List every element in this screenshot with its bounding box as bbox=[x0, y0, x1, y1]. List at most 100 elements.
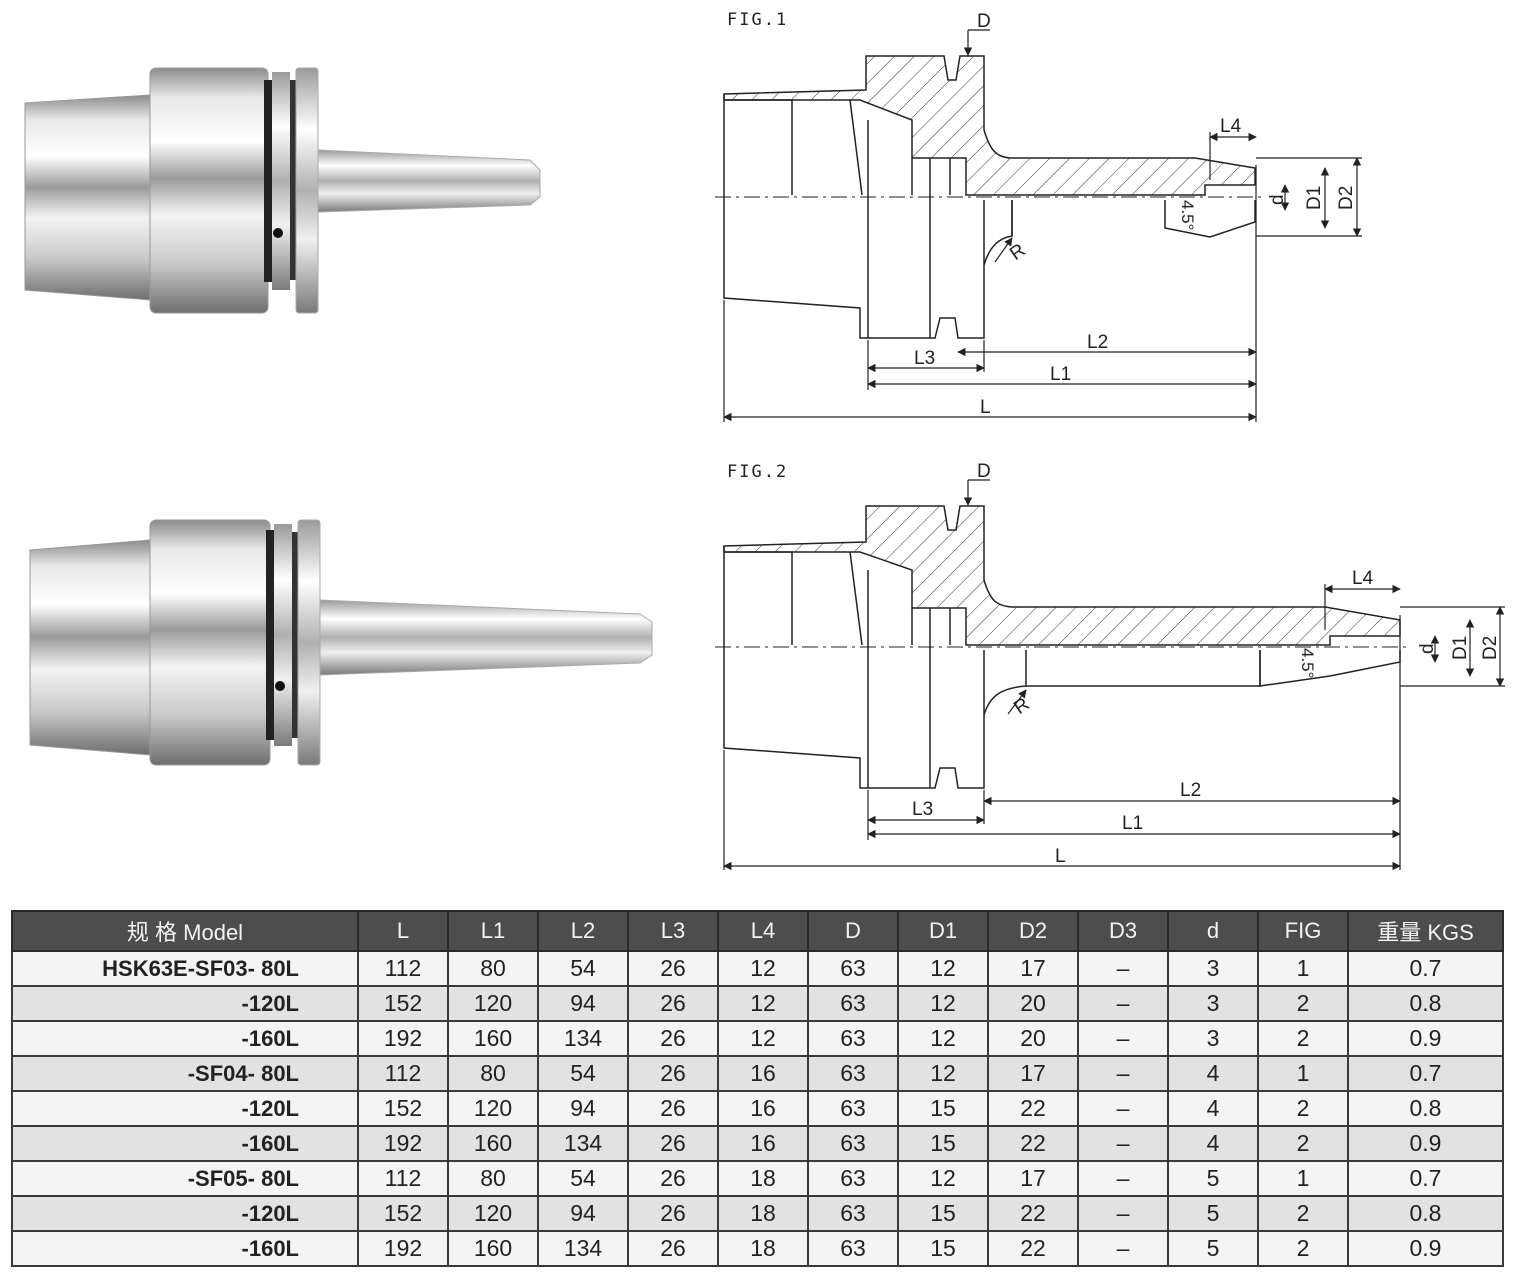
cell-D1: 15 bbox=[897, 1195, 989, 1232]
cell-weight: 0.8 bbox=[1347, 985, 1504, 1022]
cell-weight: 0.9 bbox=[1347, 1125, 1504, 1162]
cell-D3: – bbox=[1077, 1055, 1169, 1092]
cell-weight: 0.9 bbox=[1347, 1230, 1504, 1267]
fig2-label-L3: L3 bbox=[912, 799, 933, 820]
cell-model: -120L bbox=[11, 1090, 359, 1127]
cell-L3: 26 bbox=[627, 1090, 719, 1127]
cell-L4: 18 bbox=[717, 1160, 809, 1197]
cell-L2: 54 bbox=[537, 1160, 629, 1197]
cell-L2: 94 bbox=[537, 1090, 629, 1127]
cell-D1: 12 bbox=[897, 1055, 989, 1092]
cell-L4: 16 bbox=[717, 1125, 809, 1162]
cell-L4: 12 bbox=[717, 985, 809, 1022]
header-D2: D2 bbox=[987, 910, 1079, 952]
cell-D2: 17 bbox=[987, 950, 1079, 987]
fig2-title: FIG.2 bbox=[727, 462, 789, 482]
cell-D3: – bbox=[1077, 950, 1169, 987]
spec-table: 规 格 Model L L1 L2 L3 L4 D D1 D2 D3 d FIG… bbox=[11, 910, 1504, 1267]
cell-L1: 120 bbox=[447, 1090, 539, 1127]
cell-D2: 20 bbox=[987, 985, 1079, 1022]
cell-D2: 20 bbox=[987, 1020, 1079, 1057]
header-d: d bbox=[1167, 910, 1259, 952]
cell-D2: 22 bbox=[987, 1125, 1079, 1162]
cell-D3: – bbox=[1077, 1020, 1169, 1057]
cell-D: 63 bbox=[807, 985, 899, 1022]
fig1-label-angle: 4.5° bbox=[1178, 200, 1197, 230]
cell-L2: 134 bbox=[537, 1020, 629, 1057]
cell-L2: 54 bbox=[537, 950, 629, 987]
cell-L1: 80 bbox=[447, 1055, 539, 1092]
table-header-row: 规 格 Model L L1 L2 L3 L4 D D1 D2 D3 d FIG… bbox=[11, 910, 1504, 952]
fig1-dimension-text: D L4 L2 L3 L1 L R d D1 D2 4.5° bbox=[914, 11, 1357, 418]
cell-D: 63 bbox=[807, 1195, 899, 1232]
fig2-label-angle: 4.5° bbox=[1298, 648, 1317, 678]
cell-D: 63 bbox=[807, 1160, 899, 1197]
cell-L3: 26 bbox=[627, 1160, 719, 1197]
header-L2: L2 bbox=[537, 910, 629, 952]
cell-fig: 2 bbox=[1257, 1090, 1349, 1127]
cell-D2: 17 bbox=[987, 1160, 1079, 1197]
header-L3: L3 bbox=[627, 910, 719, 952]
cell-L: 152 bbox=[357, 985, 449, 1022]
cell-fig: 1 bbox=[1257, 950, 1349, 987]
cell-fig: 2 bbox=[1257, 1195, 1349, 1232]
cell-fig: 1 bbox=[1257, 1055, 1349, 1092]
cell-L3: 26 bbox=[627, 1125, 719, 1162]
cell-d: 3 bbox=[1167, 985, 1259, 1022]
cell-D1: 15 bbox=[897, 1090, 989, 1127]
cell-d: 4 bbox=[1167, 1090, 1259, 1127]
cell-D3: – bbox=[1077, 1160, 1169, 1197]
fig1-drawing bbox=[715, 55, 1265, 339]
fig2-label-L: L bbox=[1055, 846, 1066, 867]
drawings-canvas: D L4 L2 L3 L1 L R d D1 D2 4.5° D L4 L2 L… bbox=[24, 11, 1505, 871]
cell-weight: 0.7 bbox=[1347, 1160, 1504, 1197]
cell-model: -160L bbox=[11, 1020, 359, 1057]
cell-d: 5 bbox=[1167, 1160, 1259, 1197]
fig2-label-D1: D1 bbox=[1450, 636, 1471, 660]
cell-D2: 17 bbox=[987, 1055, 1079, 1092]
fig2-label-L1: L1 bbox=[1122, 813, 1143, 834]
fig2-label-D: D bbox=[977, 461, 991, 482]
cell-L3: 26 bbox=[627, 1055, 719, 1092]
cell-d: 4 bbox=[1167, 1055, 1259, 1092]
cell-L: 192 bbox=[357, 1020, 449, 1057]
header-weight: 重量 KGS bbox=[1347, 910, 1504, 952]
cell-L1: 120 bbox=[447, 985, 539, 1022]
cell-L4: 18 bbox=[717, 1195, 809, 1232]
cell-L2: 54 bbox=[537, 1055, 629, 1092]
cell-weight: 0.7 bbox=[1347, 1055, 1504, 1092]
cell-D: 63 bbox=[807, 1230, 899, 1267]
cell-D3: – bbox=[1077, 1090, 1169, 1127]
cell-L: 112 bbox=[357, 1160, 449, 1197]
cell-model: HSK63E-SF03- 80L bbox=[11, 950, 359, 987]
cell-L3: 26 bbox=[627, 950, 719, 987]
fig2-label-D2: D2 bbox=[1480, 636, 1501, 660]
cell-d: 3 bbox=[1167, 1020, 1259, 1057]
fig2-dimension-text: D L4 L2 L3 L1 L R d D1 D2 4.5° bbox=[912, 461, 1501, 867]
cell-L4: 12 bbox=[717, 1020, 809, 1057]
cell-L4: 16 bbox=[717, 1055, 809, 1092]
fig2-label-L4: L4 bbox=[1352, 568, 1374, 589]
cell-D1: 15 bbox=[897, 1125, 989, 1162]
fig1-label-D: D bbox=[977, 11, 991, 32]
cell-D1: 12 bbox=[897, 1020, 989, 1057]
cell-L4: 18 bbox=[717, 1230, 809, 1267]
cell-model: -SF04- 80L bbox=[11, 1055, 359, 1092]
cell-L: 192 bbox=[357, 1125, 449, 1162]
fig1-title: FIG.1 bbox=[727, 10, 789, 30]
cell-L1: 80 bbox=[447, 950, 539, 987]
cell-weight: 0.8 bbox=[1347, 1090, 1504, 1127]
fig2-label-R: R bbox=[1010, 694, 1033, 719]
cell-model: -160L bbox=[11, 1230, 359, 1267]
header-D1: D1 bbox=[897, 910, 989, 952]
cell-L: 112 bbox=[357, 950, 449, 987]
cell-L2: 134 bbox=[537, 1125, 629, 1162]
cell-L2: 94 bbox=[537, 985, 629, 1022]
header-L4: L4 bbox=[717, 910, 809, 952]
cell-D1: 15 bbox=[897, 1230, 989, 1267]
cell-D: 63 bbox=[807, 1090, 899, 1127]
